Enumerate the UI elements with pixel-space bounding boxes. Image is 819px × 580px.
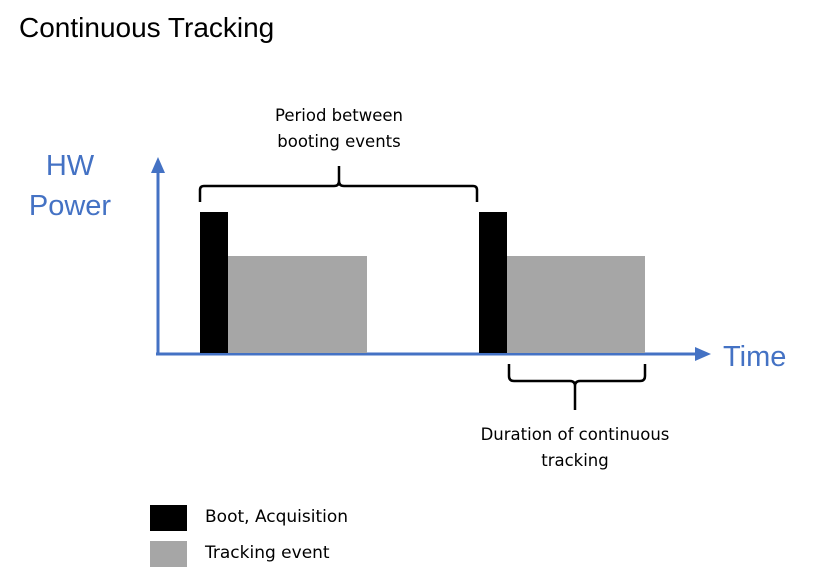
legend-label-tracking: Tracking event [205,543,330,563]
duration-annotation-line1: Duration of continuous [481,425,670,444]
x-axis-arrowhead [695,347,711,361]
boot-block-1 [200,212,228,353]
y-axis-label-line2: Power [29,190,112,222]
x-axis-label: Time [723,341,786,373]
legend-item-tracking: Tracking event [150,541,450,567]
legend-swatch-boot [150,505,187,531]
period-brace [198,166,479,202]
tracking-diagram: HW Power Time Period between booting eve… [29,106,786,470]
duration-brace [507,364,647,410]
boot-block-2 [479,212,507,353]
period-annotation-line1: Period between [275,106,403,125]
legend-swatch-tracking [150,541,187,567]
tracking-block-2 [507,256,645,353]
period-annotation-line2: booting events [277,132,400,151]
tracking-block-1 [228,256,367,353]
duration-annotation-line2: tracking [541,451,609,470]
diagram-title: Continuous Tracking [19,12,275,43]
y-axis-label-line1: HW [46,150,95,182]
legend-item-boot: Boot, Acquisition [150,505,450,531]
legend-label-boot: Boot, Acquisition [205,507,349,527]
y-axis-arrowhead [151,157,165,173]
